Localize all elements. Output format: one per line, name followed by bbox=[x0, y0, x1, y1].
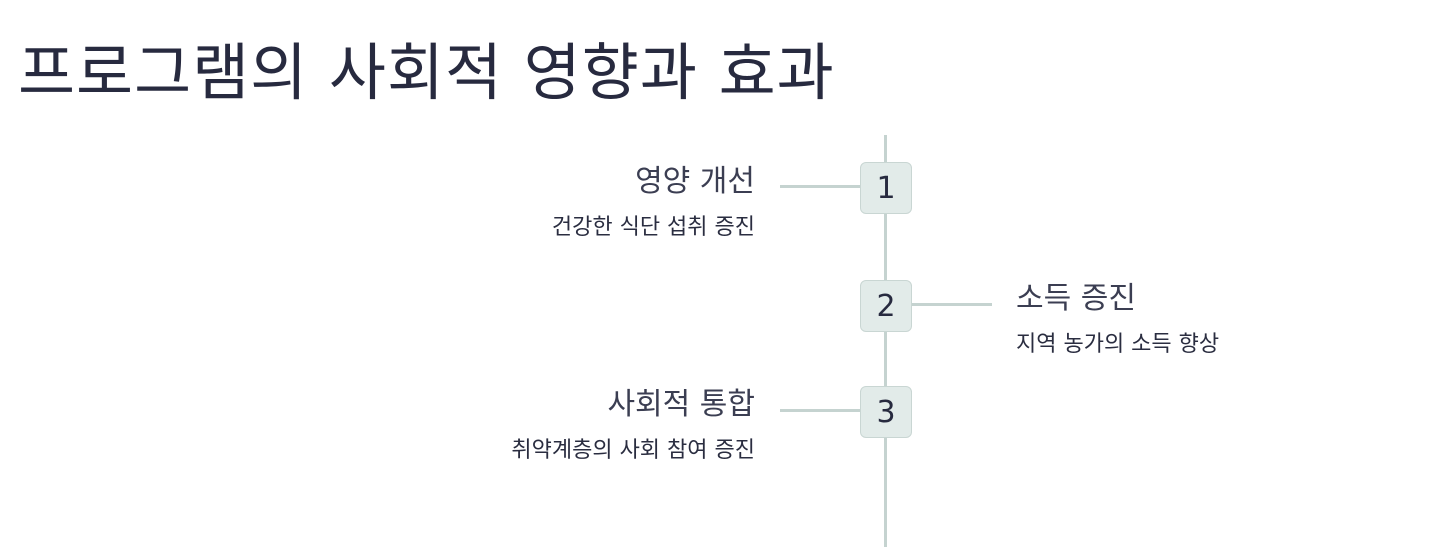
step-2-connector bbox=[912, 303, 992, 306]
step-3-title: 사회적 통합 bbox=[607, 387, 755, 422]
step-2-title: 소득 증진 bbox=[1016, 281, 1136, 316]
step-3-description: 취약계층의 사회 참여 증진 bbox=[511, 438, 755, 463]
step-2-number-box: 2 bbox=[860, 280, 912, 332]
step-1-connector bbox=[780, 185, 860, 188]
step-2-description: 지역 농가의 소득 향상 bbox=[1016, 332, 1220, 357]
step-3-connector bbox=[780, 409, 860, 412]
page-title: 프로그램의 사회적 영향과 효과 bbox=[18, 36, 835, 109]
timeline-spine bbox=[884, 135, 887, 547]
step-3-number-box: 3 bbox=[860, 386, 912, 438]
step-1-number-box: 1 bbox=[860, 162, 912, 214]
step-1-title: 영양 개선 bbox=[635, 164, 755, 199]
step-1-description: 건강한 식단 섭취 증진 bbox=[551, 215, 755, 240]
